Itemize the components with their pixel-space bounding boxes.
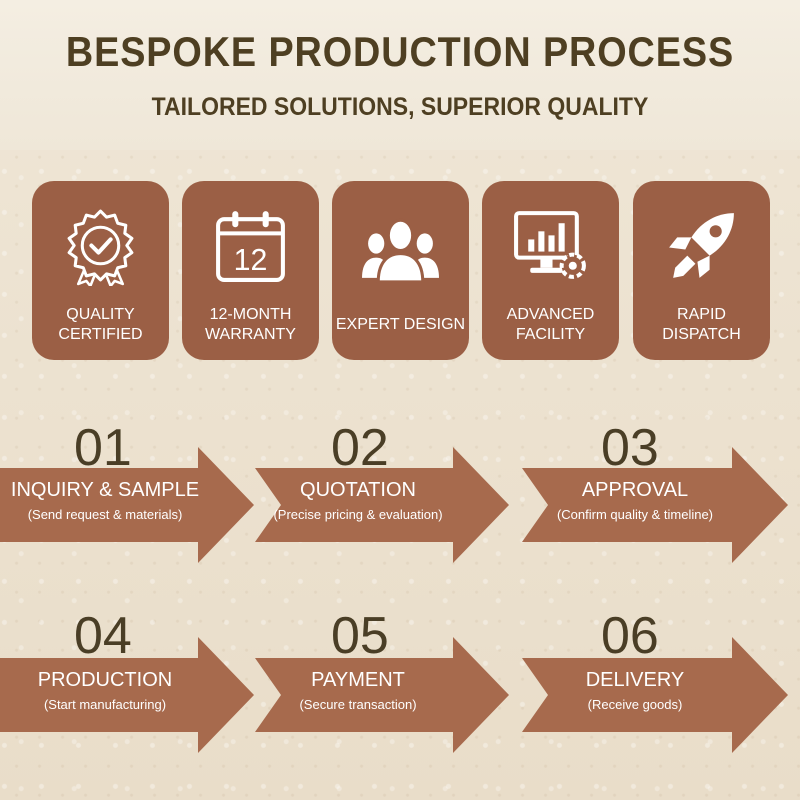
calendar-number: 12 — [234, 244, 268, 277]
step-detail: (Send request & materials) — [27, 507, 183, 522]
monitor-chart-icon — [510, 205, 591, 286]
badge-expert-design: EXPERT DESIGN — [332, 181, 469, 360]
step-title: APPROVAL — [581, 479, 689, 501]
step-title: INQUIRY & SAMPLE — [10, 479, 200, 501]
feature-badges: QUALITY CERTIFIED 12 12-MONTH WARRANTY — [0, 181, 800, 361]
badge-label: ADVANCED FACILITY — [506, 306, 595, 343]
step-number: 04 — [74, 607, 132, 665]
header: BESPOKE PRODUCTION PROCESS TAILORED SOLU… — [0, 0, 800, 150]
badge-label: 12-MONTH WARRANTY — [205, 306, 296, 343]
badge-quality-certified: QUALITY CERTIFIED — [32, 181, 169, 360]
rocket-icon — [661, 205, 742, 286]
badge-rapid-dispatch: RAPID DISPATCH — [633, 181, 770, 360]
step-detail: (Start manufacturing) — [43, 697, 167, 712]
step-detail: (Confirm quality & timeline) — [556, 507, 714, 522]
badge-warranty: 12 12-MONTH WARRANTY — [182, 181, 319, 360]
page-subtitle: TAILORED SOLUTIONS, SUPERIOR QUALITY — [151, 93, 649, 121]
arrow-shape — [0, 637, 254, 753]
arrow-shape — [522, 637, 788, 753]
step-number: 06 — [601, 607, 659, 665]
step-arrow-production: PRODUCTION (Start manufacturing) — [0, 637, 254, 753]
step-title: PRODUCTION — [37, 669, 173, 691]
step-number: 05 — [331, 607, 389, 665]
step-number: 03 — [601, 419, 659, 477]
arrow-shape — [522, 447, 788, 563]
step-number: 02 — [331, 419, 389, 477]
badge-label: EXPERT DESIGN — [335, 316, 466, 333]
step-detail: (Precise pricing & evaluation) — [273, 507, 443, 522]
step-arrow-quotation: QUOTATION (Precise pricing & evaluation) — [255, 447, 509, 563]
certified-seal-icon — [60, 205, 141, 286]
step-title: PAYMENT — [311, 669, 405, 691]
step-detail: (Secure transaction) — [299, 697, 417, 712]
step-detail: (Receive goods) — [587, 697, 683, 712]
step-arrow-delivery: DELIVERY (Receive goods) — [522, 637, 788, 753]
page-title: BESPOKE PRODUCTION PROCESS — [65, 28, 735, 75]
badge-label: QUALITY CERTIFIED — [58, 306, 143, 343]
arrow-shape — [255, 637, 509, 753]
team-icon — [360, 205, 441, 286]
step-arrow-inquiry: INQUIRY & SAMPLE (Send request & materia… — [0, 447, 254, 563]
arrow-shape — [0, 447, 254, 563]
step-arrow-payment: PAYMENT (Secure transaction) — [255, 637, 509, 753]
step-title: QUOTATION — [300, 479, 416, 501]
badge-advanced-facility: ADVANCED FACILITY — [482, 181, 619, 360]
arrow-shape — [255, 447, 509, 563]
step-title: DELIVERY — [585, 669, 685, 691]
calendar-icon: 12 — [210, 205, 291, 286]
badge-label: RAPID DISPATCH — [662, 306, 741, 343]
step-number: 01 — [74, 419, 132, 477]
step-arrow-approval: APPROVAL (Confirm quality & timeline) — [522, 447, 788, 563]
